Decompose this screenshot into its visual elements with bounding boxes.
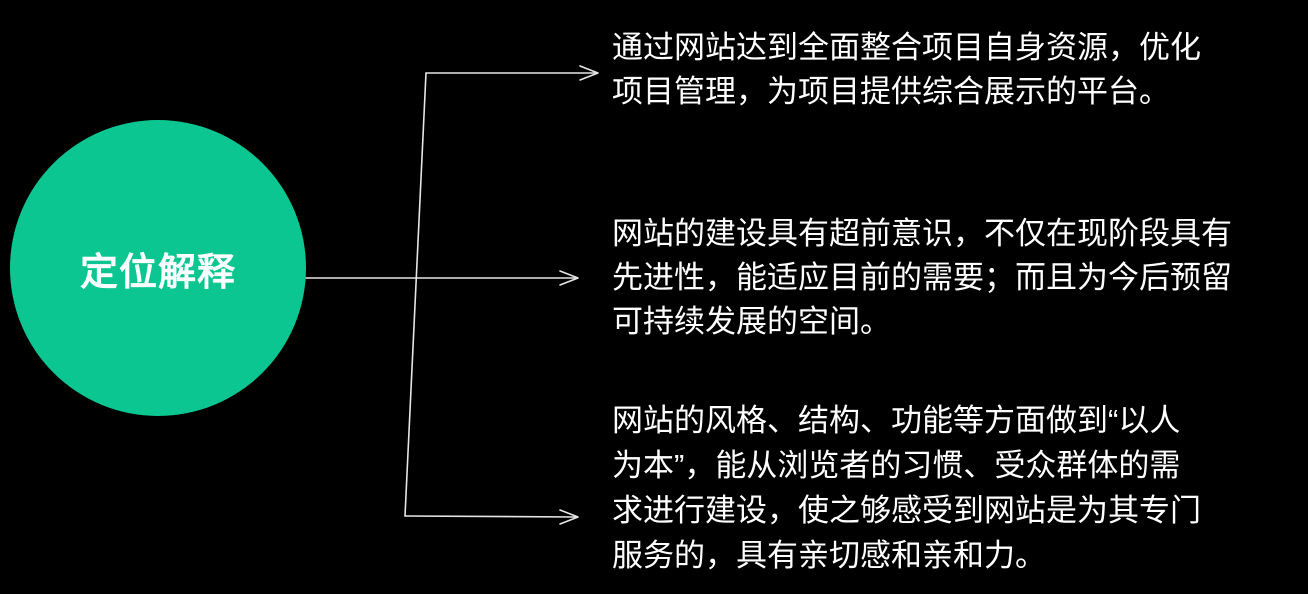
root-node-circle: 定位解释	[10, 120, 306, 416]
root-node-label: 定位解释	[79, 251, 236, 294]
branch-text-middle: 网站的建设具有超前意识，不仅在现阶段具有 先进性，能适应目前的需要；而且为今后预…	[612, 216, 1232, 339]
arrowhead-bottom-icon	[559, 509, 579, 525]
branch-text-bottom: 网站的风格、结构、功能等方面做到“以人 为本”，能从浏览者的习惯、受众群体的需 …	[612, 403, 1201, 573]
arrowhead-middle-icon	[559, 270, 579, 286]
connector-bottom-line	[404, 515, 577, 518]
branch-text-top: 通过网站达到全面整合项目自身资源，优化 项目管理，为项目提供综合展示的平台。	[612, 30, 1201, 109]
arrowhead-top-icon	[579, 65, 599, 81]
connector-trunk-line	[404, 72, 427, 517]
